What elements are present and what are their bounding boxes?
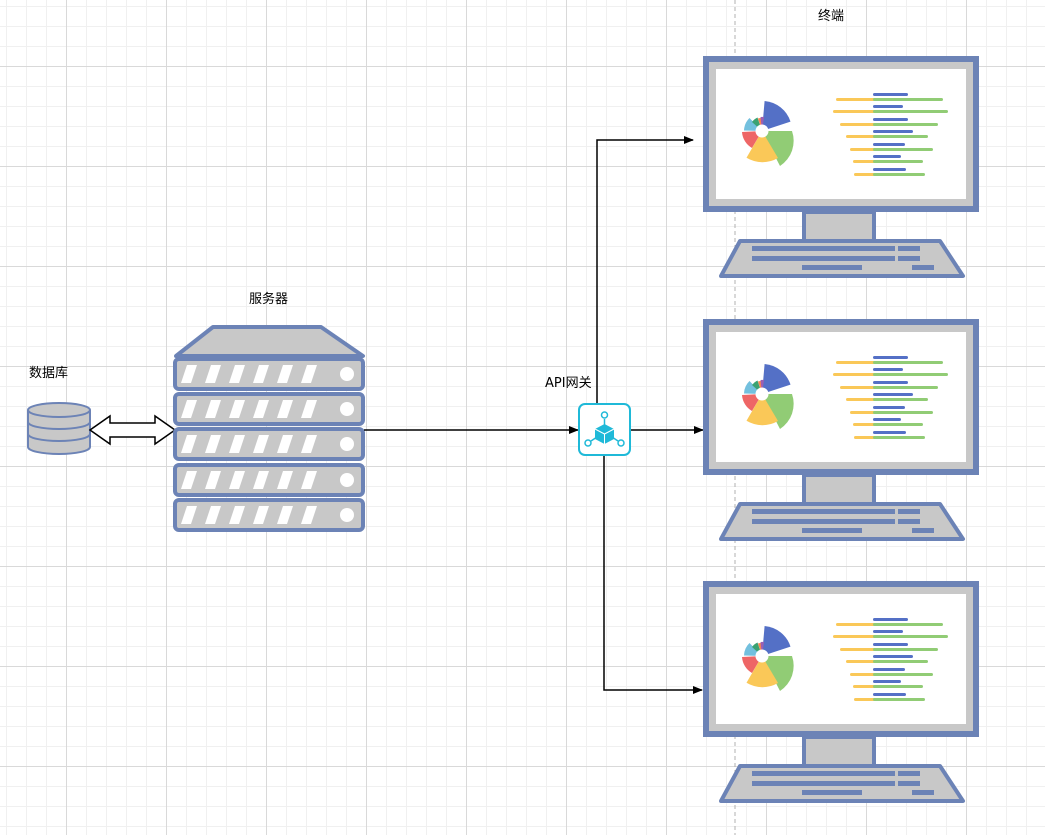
server-label: 服务器	[249, 292, 289, 307]
database-server-double-arrow	[88, 414, 177, 446]
terminal-monitor-3	[706, 584, 976, 801]
gateway-label: API网关	[545, 376, 592, 391]
api-gateway-icon	[578, 403, 631, 456]
database-label: 数据库	[29, 366, 69, 381]
terminals-label: 终端	[818, 9, 845, 24]
gateway-to-terminal-3-arrow	[603, 456, 703, 694]
gateway-to-terminal-1-arrow	[596, 136, 694, 404]
terminal-monitor-1	[706, 59, 976, 276]
database-icon	[27, 402, 91, 455]
terminal-monitor-2	[706, 322, 976, 539]
server-rack-icon	[173, 325, 365, 532]
